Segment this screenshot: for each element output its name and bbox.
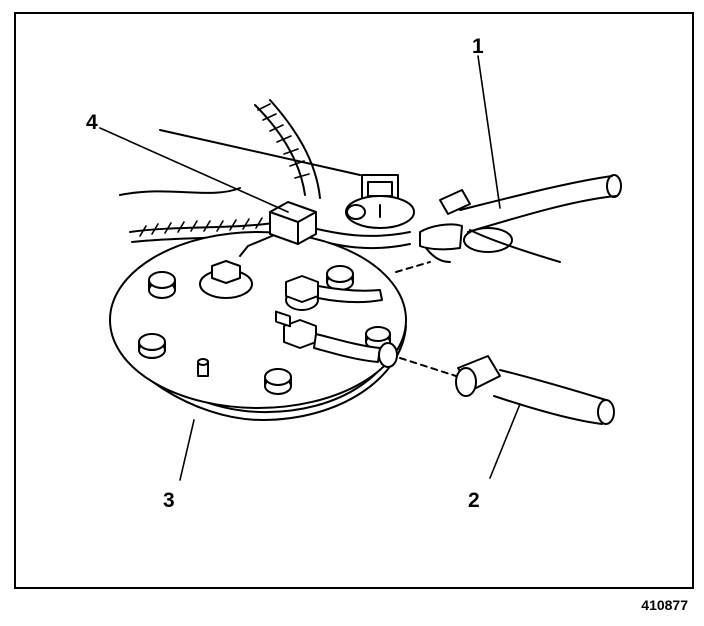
sender-plate-3 [109,231,407,421]
leader-2 [489,403,521,479]
callout-1: 1 [472,35,484,58]
pipe-1-clip [419,189,471,263]
diagram-frame [14,12,694,589]
plate-bolts [138,265,391,395]
leader-3 [179,419,195,481]
callout-2: 2 [468,489,480,512]
plate-fittings [313,285,398,368]
figure-number: 410877 [641,597,688,613]
leader-lines [99,55,521,481]
callout-3: 3 [163,489,175,512]
callout-4: 4 [86,111,98,134]
fuel-return-pipe-2 [455,355,615,425]
top-connector [345,174,415,229]
connection-line-a [395,261,431,273]
connection-line-b [399,357,457,377]
leader-1 [477,55,501,209]
fuel-feed-pipe-1 [459,174,622,263]
terminal-nuts [199,260,319,349]
leader-4 [99,127,289,213]
electrical-connector-4 [239,201,317,328]
